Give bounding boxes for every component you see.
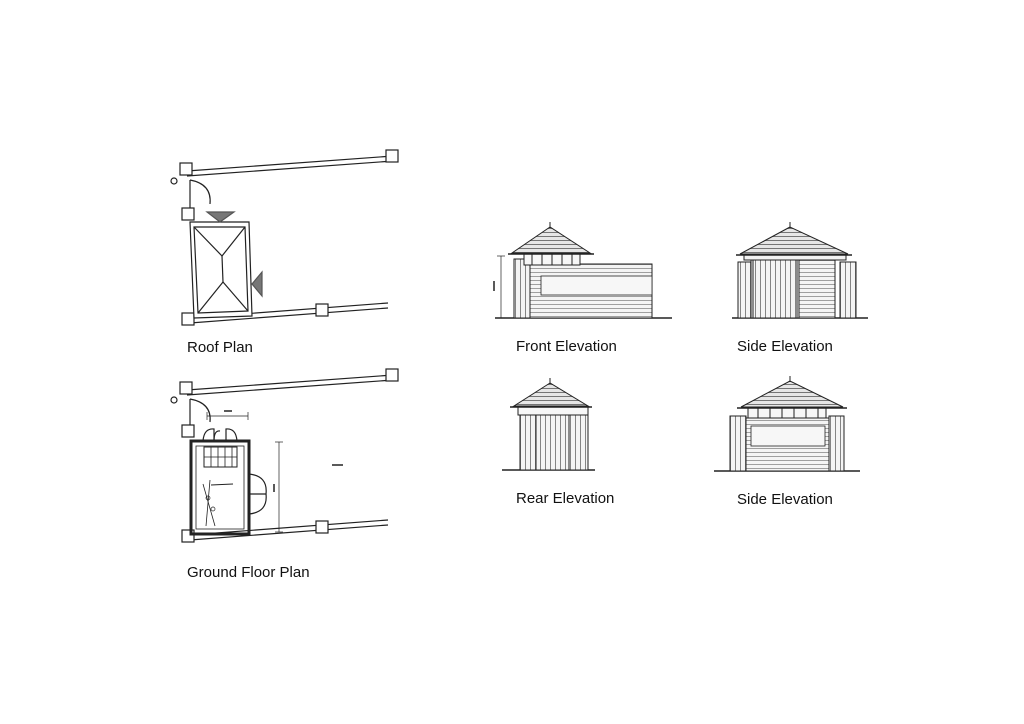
front-elevation-label: Front Elevation bbox=[516, 338, 617, 355]
ground-floor-plan-drawing bbox=[170, 368, 399, 543]
side-elevation-bottom-drawing bbox=[714, 376, 860, 472]
roof-plan-label: Roof Plan bbox=[187, 339, 253, 356]
side-elevation-top-drawing bbox=[732, 222, 868, 319]
side-elevation-bottom-label: Side Elevation bbox=[737, 491, 833, 508]
roof-plan-drawing bbox=[170, 149, 399, 326]
side-elevation-top-label: Side Elevation bbox=[737, 338, 833, 355]
ground-floor-plan-label: Ground Floor Plan bbox=[187, 564, 310, 581]
front-elevation-drawing bbox=[493, 222, 672, 319]
rear-elevation-drawing bbox=[502, 378, 595, 471]
rear-elevation-label: Rear Elevation bbox=[516, 490, 615, 507]
